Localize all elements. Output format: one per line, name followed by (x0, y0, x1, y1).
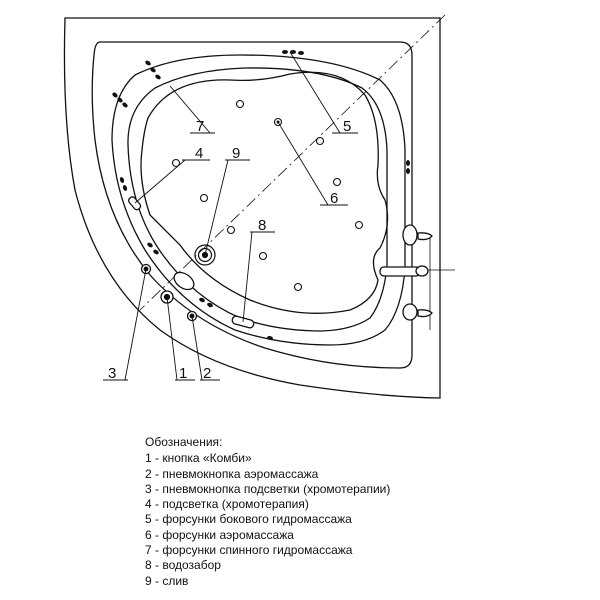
legend-item: 5 - форсунки бокового гидромассажа (145, 512, 352, 527)
spout-icon (379, 266, 421, 277)
legend-item: 9 - слив (145, 573, 189, 588)
tub-outer-contour (63, 17, 441, 399)
legend: Обозначения: 1 - кнопка «Комби» 2 - пнев… (145, 435, 390, 589)
legend-item: 3 - пневмокнопка подсветки (хромотерапии… (145, 481, 391, 496)
tub-floor-contour (140, 71, 389, 314)
callout-1: 1 (179, 365, 187, 382)
legend-title: Обозначения: (145, 435, 223, 449)
callout-3: 3 (108, 365, 116, 382)
legend-item: 2 - пневмокнопка аэромассажа (145, 466, 319, 481)
legend-item: 8 - водозабор (145, 558, 221, 573)
tub-bowl-outer (111, 54, 406, 346)
legend-item: 6 - форсунки аэромассажа (145, 527, 294, 542)
combi-button-icon (173, 271, 195, 291)
callout-8: 8 (258, 217, 266, 234)
callout-7: 7 (196, 118, 204, 135)
centerline-diagonal (139, 14, 446, 311)
legend-item: 4 - подсветка (хромотерапия) (145, 497, 309, 512)
callout-6: 6 (330, 190, 338, 207)
legend-item: 1 - кнопка «Комби» (145, 451, 252, 466)
callout-9: 9 (232, 145, 240, 162)
legend-item: 7 - форсунки спинного гидромассажа (145, 543, 353, 558)
callout-5: 5 (343, 118, 351, 135)
bathtub-drawing: 7 5 6 4 9 8 3 1 2 (63, 14, 455, 399)
callout-2: 2 (203, 365, 211, 382)
callout-4: 4 (195, 145, 203, 162)
